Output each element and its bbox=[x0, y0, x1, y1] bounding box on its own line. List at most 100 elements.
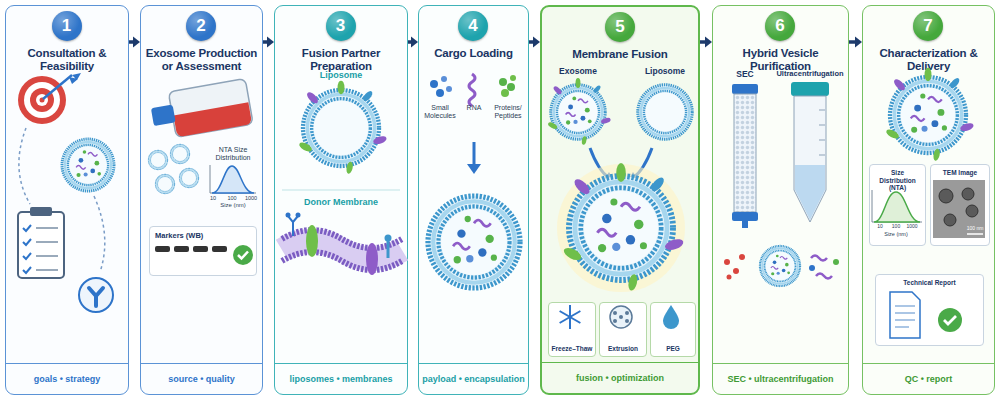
target-icon bbox=[18, 73, 81, 124]
arrow-head bbox=[705, 37, 712, 48]
box-text: TEM Image bbox=[933, 169, 987, 177]
snowflake-icon bbox=[560, 305, 581, 329]
extrusion-icon bbox=[610, 306, 632, 328]
arrow-head bbox=[133, 37, 140, 48]
dashed-flow bbox=[19, 128, 105, 272]
flow-arrow bbox=[263, 37, 274, 48]
box-text: Technical Report bbox=[878, 279, 981, 287]
method-box: PEG bbox=[650, 302, 696, 357]
arrow-line bbox=[263, 40, 269, 44]
arrow-line bbox=[529, 40, 535, 44]
method-box: Size Distribution (NTA) bbox=[869, 164, 926, 246]
step-footer: QC • report bbox=[863, 363, 994, 394]
method-box: Technical Report bbox=[875, 274, 984, 346]
step-panel: Cargo Loading payload • encapsulation 4 bbox=[418, 5, 529, 395]
box-text: PEG bbox=[653, 345, 693, 353]
step-number: 4 bbox=[458, 11, 488, 41]
number-text: 1 bbox=[52, 11, 82, 41]
box-text: Size Distribution (NTA) bbox=[872, 169, 923, 192]
arrow-line bbox=[849, 40, 857, 44]
flow-arrow bbox=[529, 37, 540, 48]
antibody-icon bbox=[79, 278, 113, 312]
method-box: Freeze–Thaw bbox=[548, 302, 596, 357]
arrow-head bbox=[411, 37, 418, 48]
step-number: 2 bbox=[186, 11, 216, 41]
flow-arrow bbox=[408, 37, 418, 48]
report-icon bbox=[890, 292, 962, 338]
step-footer: fusion • optimization bbox=[542, 362, 698, 393]
divider bbox=[282, 190, 400, 191]
western-blot bbox=[155, 245, 253, 265]
step-footer: payload • encapsulation bbox=[419, 363, 528, 394]
arrow-head bbox=[533, 37, 540, 48]
step-footer: SEC • ultracentrifugation bbox=[713, 363, 848, 394]
protein-icon bbox=[499, 75, 516, 97]
liposome-icon bbox=[638, 85, 692, 139]
method-box: Markers (WB) bbox=[149, 226, 257, 276]
step-number: 6 bbox=[765, 11, 795, 41]
down-arrow bbox=[467, 142, 481, 174]
step-number: 3 bbox=[326, 11, 356, 41]
number-text: 3 bbox=[326, 11, 356, 41]
arrow-line bbox=[700, 40, 707, 44]
step-panel: Fusion Partner Preparation liposomes • me… bbox=[274, 5, 408, 395]
step-heading: Membrane Fusion bbox=[546, 48, 694, 61]
step-panel: Consultation & Feasibility goals • strate… bbox=[5, 5, 129, 395]
number-text: 7 bbox=[913, 11, 943, 41]
step-panel: Membrane Fusion fusion • optimization 5Fre… bbox=[540, 5, 700, 395]
arrow-head bbox=[855, 37, 862, 48]
step-number: 7 bbox=[913, 11, 943, 41]
number-text: 5 bbox=[605, 12, 635, 42]
rna-icon bbox=[469, 74, 475, 106]
step-footer: source • quality bbox=[141, 363, 262, 394]
method-box: TEM Image bbox=[930, 164, 990, 246]
step-heading: Exosome Production or Assessment bbox=[145, 47, 258, 73]
step-heading: Characterization & Delivery bbox=[867, 47, 990, 73]
box-text: Freeze–Thaw bbox=[551, 345, 593, 353]
exosome-cluster bbox=[148, 144, 198, 193]
arrow-line bbox=[408, 40, 413, 44]
arrow-head bbox=[267, 37, 274, 48]
flow-arrow bbox=[849, 37, 862, 48]
step-number: 1 bbox=[52, 11, 82, 41]
step-heading: Hybrid Vesicle Purification bbox=[717, 47, 844, 73]
liposome-icon bbox=[298, 81, 388, 175]
centrifuge-tube bbox=[791, 82, 829, 222]
flow-arrow bbox=[700, 37, 712, 48]
final-vesicle bbox=[885, 68, 975, 162]
loaded-vesicle bbox=[428, 196, 520, 288]
clipboard-icon bbox=[18, 207, 64, 278]
number-text: 2 bbox=[186, 11, 216, 41]
box-text: Extrusion bbox=[602, 345, 644, 353]
step-panel: Characterization & Delivery QC • report 7S… bbox=[862, 5, 995, 395]
box-text: Markers (WB) bbox=[155, 231, 254, 240]
step-number: 5 bbox=[605, 12, 635, 42]
small-molecule-icon bbox=[430, 76, 452, 97]
peg-drop bbox=[663, 305, 679, 329]
nta-chart bbox=[210, 165, 256, 193]
vesicle-icon bbox=[62, 139, 114, 191]
arrow-line bbox=[129, 40, 135, 44]
number-text: 6 bbox=[765, 11, 795, 41]
sec-column bbox=[732, 84, 758, 228]
method-box: Extrusion bbox=[599, 302, 647, 357]
step-heading: Cargo Loading bbox=[423, 47, 524, 60]
size-chart bbox=[872, 190, 922, 222]
culture-flask bbox=[149, 79, 253, 141]
step-heading: Fusion Partner Preparation bbox=[279, 47, 403, 73]
purified-fractions bbox=[724, 246, 839, 286]
tem-image bbox=[933, 180, 985, 238]
hybrid-vesicle bbox=[557, 163, 685, 292]
step-footer: liposomes • membranes bbox=[275, 363, 407, 394]
fusion-arrows bbox=[590, 148, 652, 182]
step-heading: Consultation & Feasibility bbox=[10, 47, 124, 73]
step-footer: goals • strategy bbox=[6, 363, 128, 394]
flow-arrow bbox=[129, 37, 140, 48]
number-text: 4 bbox=[458, 11, 488, 41]
step-panel: Hybrid Vesicle PurificationSEC • ultrace… bbox=[712, 5, 849, 395]
step-panel: Exosome Production or Assessment source •… bbox=[140, 5, 263, 395]
donor-membrane bbox=[282, 213, 402, 276]
exosome-icon bbox=[547, 78, 611, 145]
